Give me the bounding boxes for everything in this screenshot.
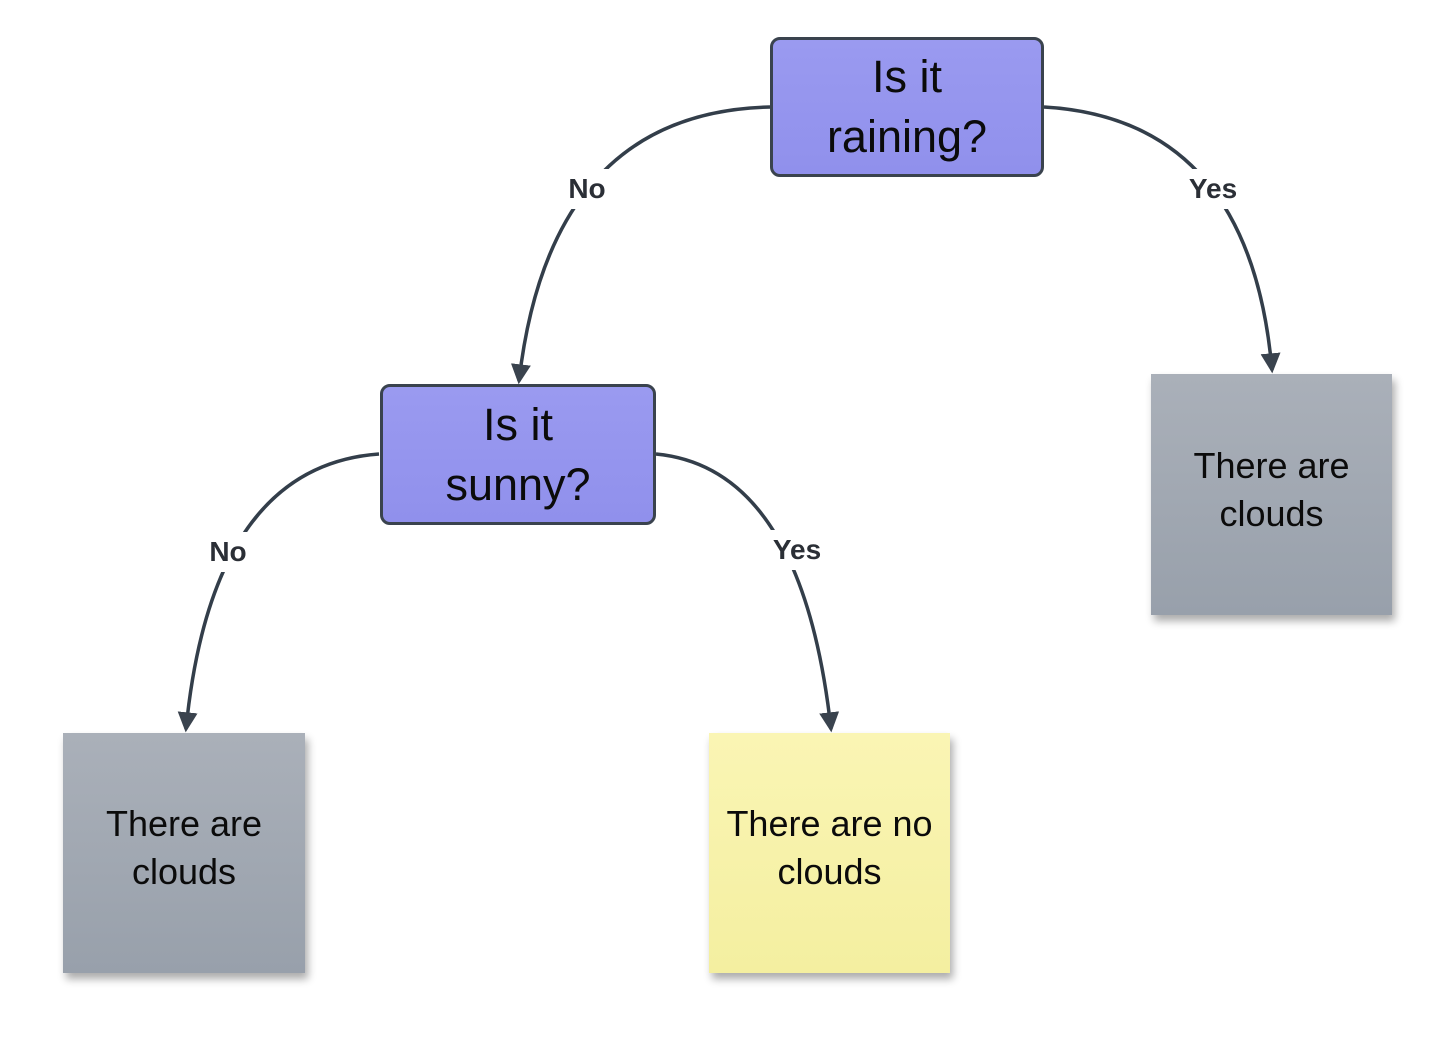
edge-label-yes-sunny: Yes	[764, 530, 830, 570]
sticky-note-label: There are clouds	[1193, 444, 1350, 534]
edge-sunny-yes-noclouds	[655, 452, 840, 733]
sticky-note-clouds-right: There are clouds	[1151, 374, 1392, 615]
edge-label-yes-raining: Yes	[1180, 169, 1246, 209]
sticky-note-no-clouds: There are no clouds	[709, 733, 950, 973]
decision-node-label: Is it sunny?	[445, 398, 591, 510]
sticky-note-label: There are no clouds	[726, 803, 933, 892]
edge-label-no-raining: No	[560, 169, 614, 209]
sticky-note-clouds-left: There are clouds	[63, 733, 305, 973]
edge-raining-no-sunny	[510, 105, 771, 385]
sticky-note-label: There are clouds	[105, 803, 263, 892]
decision-node-is-it-sunny: Is it sunny?	[380, 384, 656, 525]
edge-sunny-no-clouds	[177, 452, 380, 733]
edge-raining-yes-clouds	[1043, 105, 1281, 374]
decision-node-label: Is it raining?	[826, 51, 988, 162]
edge-label-no-sunny: No	[201, 532, 255, 572]
decision-node-is-it-raining: Is it raining?	[770, 37, 1044, 177]
